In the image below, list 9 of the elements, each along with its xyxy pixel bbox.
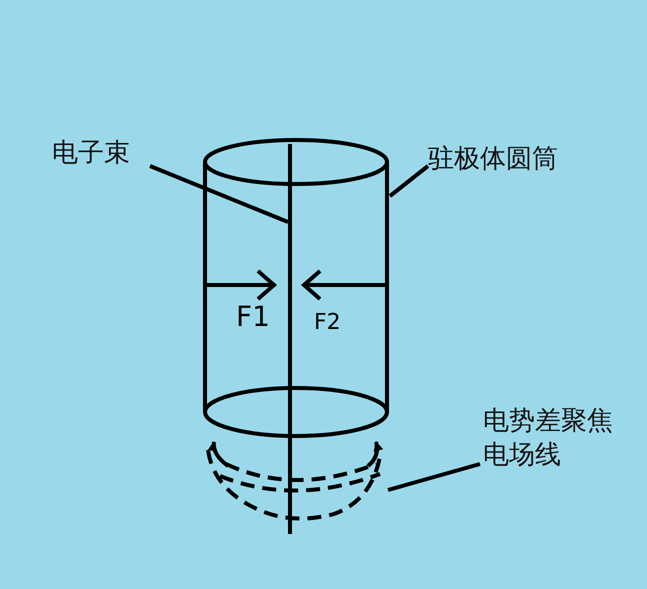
- leader-line: [388, 164, 430, 198]
- force-label: F1: [236, 300, 270, 333]
- label-text: 驻极体圆筒: [428, 142, 578, 176]
- label-text: 电子束: [52, 136, 152, 170]
- cylinder-drawing: [200, 136, 392, 438]
- label-text: 电势差聚焦电场线: [483, 404, 623, 472]
- leader-line: [149, 164, 289, 224]
- force-label: F2: [314, 310, 341, 335]
- leader-line: [387, 462, 481, 492]
